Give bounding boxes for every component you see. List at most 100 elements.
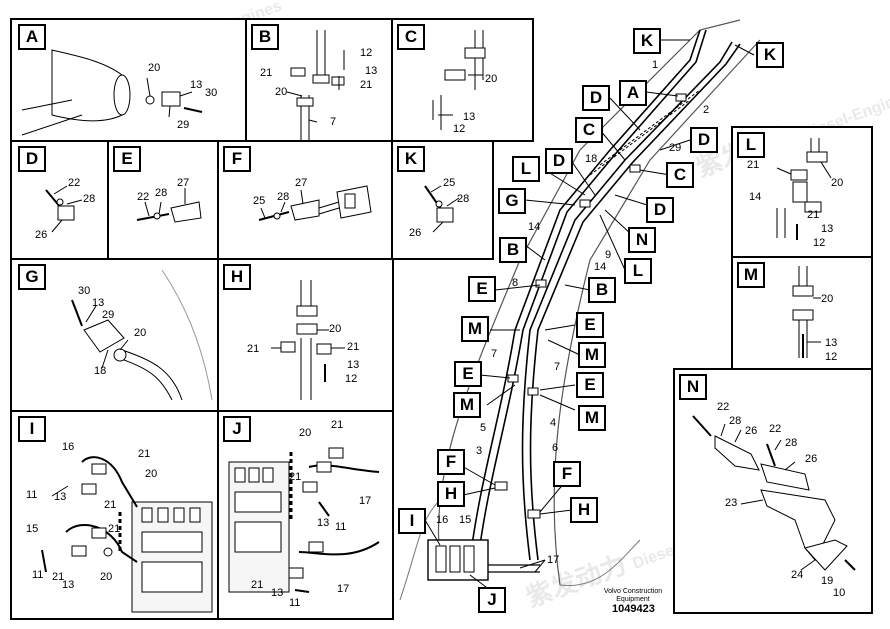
part-number: 12 — [360, 47, 373, 59]
detail-panel-N: N 22 28 26 22 28 26 23 24 19 10 — [673, 368, 873, 614]
callout-G[interactable]: G — [498, 188, 526, 214]
callout-B[interactable]: B — [499, 237, 527, 263]
part-number: 21 — [807, 209, 820, 221]
part-number: 13 — [463, 111, 476, 123]
callout-E[interactable]: E — [576, 312, 604, 338]
part-number: 12 — [825, 351, 838, 363]
callout-E[interactable]: E — [576, 372, 604, 398]
part-number: 20 — [485, 73, 498, 85]
part-number: 25 — [253, 195, 266, 207]
part-number: 30 — [78, 285, 91, 297]
panel-letter-H: H — [223, 264, 251, 290]
part-number: 21 — [108, 523, 121, 535]
part-number: 28 — [155, 187, 168, 199]
part-number: 28 — [457, 193, 470, 205]
callout-A[interactable]: A — [619, 80, 647, 106]
callout-C[interactable]: C — [575, 117, 603, 143]
callout-D[interactable]: D — [646, 197, 674, 223]
part-number: 6 — [552, 442, 559, 454]
part-number: 19 — [821, 575, 834, 587]
part-number: 26 — [35, 229, 48, 241]
detail-panel-G: G 30 13 29 20 18 — [10, 258, 219, 412]
publisher-credit: Volvo Construction Equipment — [603, 588, 663, 603]
part-number: 15 — [459, 514, 472, 526]
part-number: 21 — [747, 159, 760, 171]
part-number: 16 — [62, 441, 75, 453]
part-number: 20 — [329, 323, 342, 335]
panel-M-drawing — [792, 266, 821, 358]
panel-letter-L: L — [737, 132, 765, 158]
callout-M[interactable]: M — [578, 405, 606, 431]
part-number: 13 — [271, 587, 284, 599]
part-number: 7 — [330, 116, 337, 128]
part-number: 8 — [512, 277, 519, 289]
part-number: 16 — [436, 514, 449, 526]
panel-N-drawing — [692, 415, 856, 571]
callout-H[interactable]: H — [437, 481, 465, 507]
part-number: 20 — [821, 293, 834, 305]
callout-F[interactable]: F — [437, 449, 465, 475]
part-number: 17 — [359, 495, 372, 507]
callout-J[interactable]: J — [478, 587, 506, 613]
part-number: 22 — [717, 401, 730, 413]
part-number: 13 — [62, 579, 75, 591]
callout-E[interactable]: E — [468, 276, 496, 302]
callout-F[interactable]: F — [553, 461, 581, 487]
callout-H[interactable]: H — [570, 497, 598, 523]
callout-M[interactable]: M — [461, 316, 489, 342]
part-number: 29 — [177, 119, 190, 131]
callout-I[interactable]: I — [398, 508, 426, 534]
callout-E[interactable]: E — [454, 361, 482, 387]
detail-panel-H: H 20 21 21 13 12 — [217, 258, 394, 412]
panel-F-drawing — [258, 185, 372, 221]
part-number: 21 — [289, 471, 302, 483]
part-number: 12 — [813, 237, 826, 249]
callout-C[interactable]: C — [666, 162, 694, 188]
part-number: 28 — [785, 437, 798, 449]
panel-letter-B: B — [251, 24, 279, 50]
panel-letter-G: G — [18, 264, 46, 290]
part-number: 13 — [317, 517, 330, 529]
part-number: 26 — [409, 227, 422, 239]
part-number: 20 — [299, 427, 312, 439]
panel-I-drawing — [41, 456, 213, 613]
detail-panel-D: D 22 28 26 — [10, 140, 109, 260]
callout-D[interactable]: D — [545, 148, 573, 174]
panel-letter-N: N — [679, 374, 707, 400]
panel-K-drawing — [424, 185, 460, 233]
callout-B[interactable]: B — [588, 277, 616, 303]
callout-D[interactable]: D — [582, 85, 610, 111]
part-number: 11 — [32, 569, 44, 581]
callout-N[interactable]: N — [628, 227, 656, 253]
part-number: 21 — [331, 419, 344, 431]
part-number: 26 — [745, 425, 758, 437]
callout-M[interactable]: M — [578, 342, 606, 368]
detail-panel-C: C 20 13 12 — [391, 18, 534, 142]
panel-A-drawing — [21, 49, 203, 136]
part-number: 11 — [26, 489, 38, 501]
detail-panel-F: F 27 25 28 — [217, 140, 394, 260]
callout-L[interactable]: L — [512, 156, 540, 182]
part-number: 7 — [554, 361, 561, 373]
detail-panel-J: J 20 21 21 13 11 17 21 13 11 17 — [217, 410, 394, 620]
callout-K-top-left[interactable]: K — [633, 28, 661, 54]
part-number: 21 — [247, 343, 260, 355]
part-number: 2 — [703, 104, 710, 116]
part-number: 21 — [138, 448, 151, 460]
part-number: 15 — [26, 523, 39, 535]
detail-panel-B: B 12 21 13 20 21 7 — [245, 18, 393, 142]
detail-panel-E: E 22 28 27 — [107, 140, 219, 260]
panel-letter-I: I — [18, 416, 46, 442]
part-number: 11 — [289, 597, 301, 609]
callout-K-top-right[interactable]: K — [756, 42, 784, 68]
panel-letter-E: E — [113, 146, 141, 172]
part-number: 26 — [805, 453, 818, 465]
part-number: 24 — [791, 569, 804, 581]
callout-M[interactable]: M — [453, 392, 481, 418]
part-number: 23 — [725, 497, 738, 509]
part-number: 13 — [92, 297, 105, 309]
callout-L[interactable]: L — [624, 258, 652, 284]
part-number: 5 — [480, 422, 487, 434]
callout-D[interactable]: D — [690, 127, 718, 153]
part-number: 14 — [528, 221, 541, 233]
